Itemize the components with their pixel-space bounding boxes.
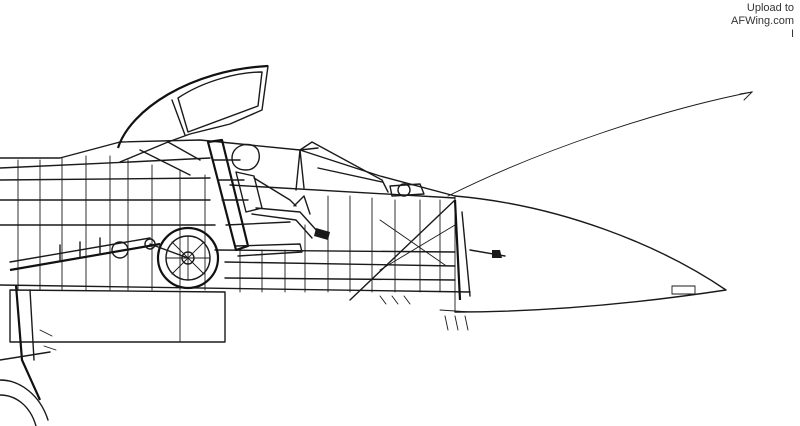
watermark-line-1: Upload to: [746, 2, 794, 14]
watermark-line-3: I: [790, 28, 794, 40]
pitot-probe-line: [447, 91, 754, 197]
instrument-panel: [293, 147, 425, 215]
watermark-line-2: AFWing.com: [731, 15, 794, 27]
fuselage-upper-outline: [0, 139, 456, 199]
pilot-figure: [231, 143, 330, 240]
watermark: Upload to AFWing.com I: [731, 2, 794, 41]
retraction-linkage: [9, 237, 189, 272]
lower-hatching: [379, 295, 411, 305]
windscreen: [299, 141, 389, 193]
lower-equipment-bay: [9, 195, 456, 343]
canopy-open: [116, 64, 269, 176]
landing-gear-strut: [0, 284, 57, 426]
radar-bulkhead: [349, 199, 506, 331]
